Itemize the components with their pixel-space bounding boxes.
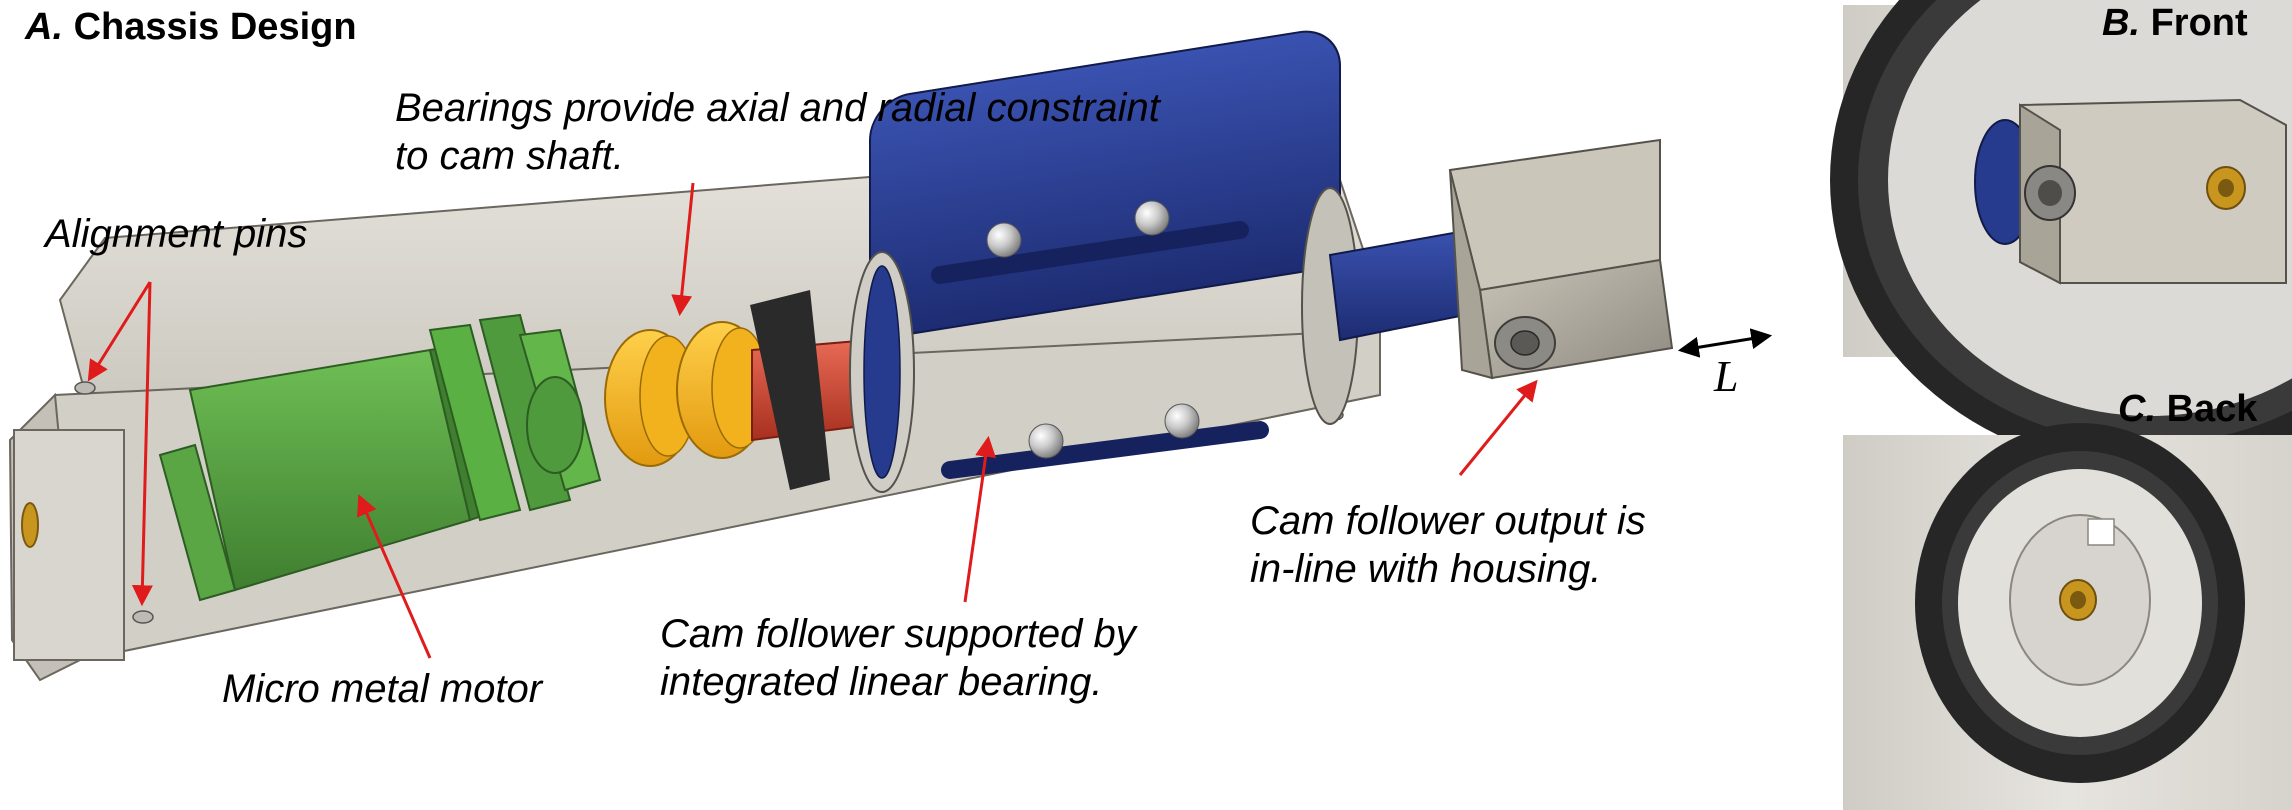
output-arrow	[1458, 379, 1538, 476]
follower-support-label-line-1: Cam follower supported by	[660, 612, 1136, 656]
output-label: Cam follower output is in-line with hous…	[1250, 497, 1646, 593]
gearbox	[428, 313, 602, 522]
cam-follower	[750, 30, 1359, 493]
panel-c-letter: C.	[2118, 388, 2156, 430]
alignment-pin-top	[74, 381, 96, 395]
panel-c-title: C. Back	[2118, 390, 2257, 428]
alignment-pins-arrows	[87, 281, 153, 607]
panel-c-title-text: Back	[2166, 388, 2258, 430]
motor-arrow	[357, 494, 432, 659]
linear-bearing-balls	[986, 200, 1200, 459]
housing-end-block	[13, 429, 125, 661]
panel-a-title: A. Chassis Design	[25, 8, 357, 46]
panel-a-letter: A.	[25, 6, 63, 48]
bearings-arrow	[671, 182, 695, 317]
alignment-pin-bottom	[132, 610, 154, 624]
output-label-line-2: in-line with housing.	[1250, 547, 1602, 591]
panel-a-title-text: Chassis Design	[73, 6, 357, 48]
follower-support-arrow	[963, 435, 997, 603]
output-housing	[1448, 138, 1674, 380]
follower-support-label-line-2: integrated linear bearing.	[660, 660, 1103, 704]
bearings-label-line-1: Bearings provide axial and radial constr…	[395, 86, 1160, 130]
back-view	[1843, 423, 2292, 810]
bearings-label-line-2: to cam shaft.	[395, 134, 624, 178]
follower-support-label: Cam follower supported by integrated lin…	[660, 610, 1136, 706]
motor-label: Micro metal motor	[222, 667, 543, 711]
front-view	[1830, 0, 2292, 470]
stroke-double-arrow	[1677, 328, 1773, 358]
alignment-pins-label: Alignment pins	[45, 212, 308, 256]
panel-b-title-text: Front	[2150, 2, 2248, 44]
panel-b-title: B. Front	[2102, 4, 2248, 42]
output-label-line-1: Cam follower output is	[1250, 499, 1646, 543]
stroke-length-symbol: L	[1714, 352, 1739, 401]
panel-b-letter: B.	[2102, 2, 2140, 44]
bearings-label: Bearings provide axial and radial constr…	[395, 84, 1160, 180]
